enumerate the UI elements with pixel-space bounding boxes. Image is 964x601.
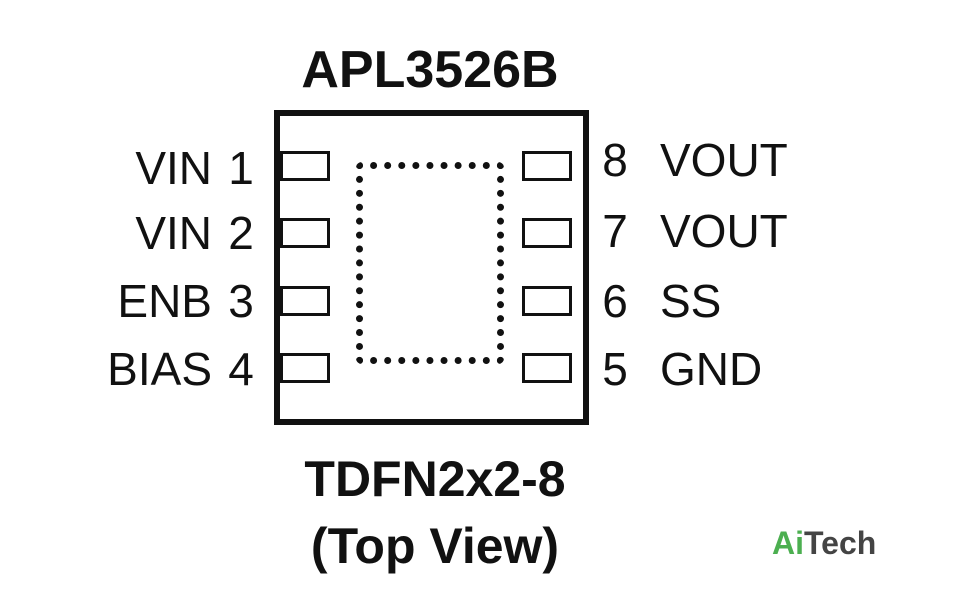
logo-rest-text: Tech <box>804 525 877 561</box>
pad-pin-8 <box>522 151 572 181</box>
pin-name-4: BIAS <box>107 343 212 395</box>
pin-name-3: ENB <box>117 275 212 327</box>
pin-name-1: VIN <box>135 142 212 194</box>
package-name: TDFN2x2-8 <box>304 451 566 507</box>
logo-accent-text: Ai <box>772 525 804 561</box>
pin-number-5: 5 <box>602 343 628 395</box>
pad-pin-5 <box>522 353 572 383</box>
pin-name-5: GND <box>660 343 763 395</box>
pad-pin-2 <box>280 218 330 248</box>
pad-pin-4 <box>280 353 330 383</box>
pin-number-8: 8 <box>602 134 628 186</box>
pin-number-6: 6 <box>602 275 628 327</box>
pad-pin-7 <box>522 218 572 248</box>
pin-name-6: SS <box>660 275 722 327</box>
pin-name-2: VIN <box>135 207 212 259</box>
package-outline <box>274 110 589 425</box>
package-view: (Top View) <box>310 518 560 574</box>
pin-name-7: VOUT <box>660 205 788 257</box>
pin-number-2: 2 <box>228 207 254 259</box>
watermark-logo: AiTech <box>772 523 876 563</box>
pin-number-7: 7 <box>602 205 628 257</box>
pin-number-3: 3 <box>228 275 254 327</box>
pin-number-1: 1 <box>228 142 254 194</box>
chip-part-number: APL3526B <box>301 41 559 99</box>
pad-pin-3 <box>280 286 330 316</box>
pad-pin-1 <box>280 151 330 181</box>
pin-name-8: VOUT <box>660 134 788 186</box>
exposed-pad <box>356 162 504 364</box>
pin-number-4: 4 <box>228 343 254 395</box>
pad-pin-6 <box>522 286 572 316</box>
